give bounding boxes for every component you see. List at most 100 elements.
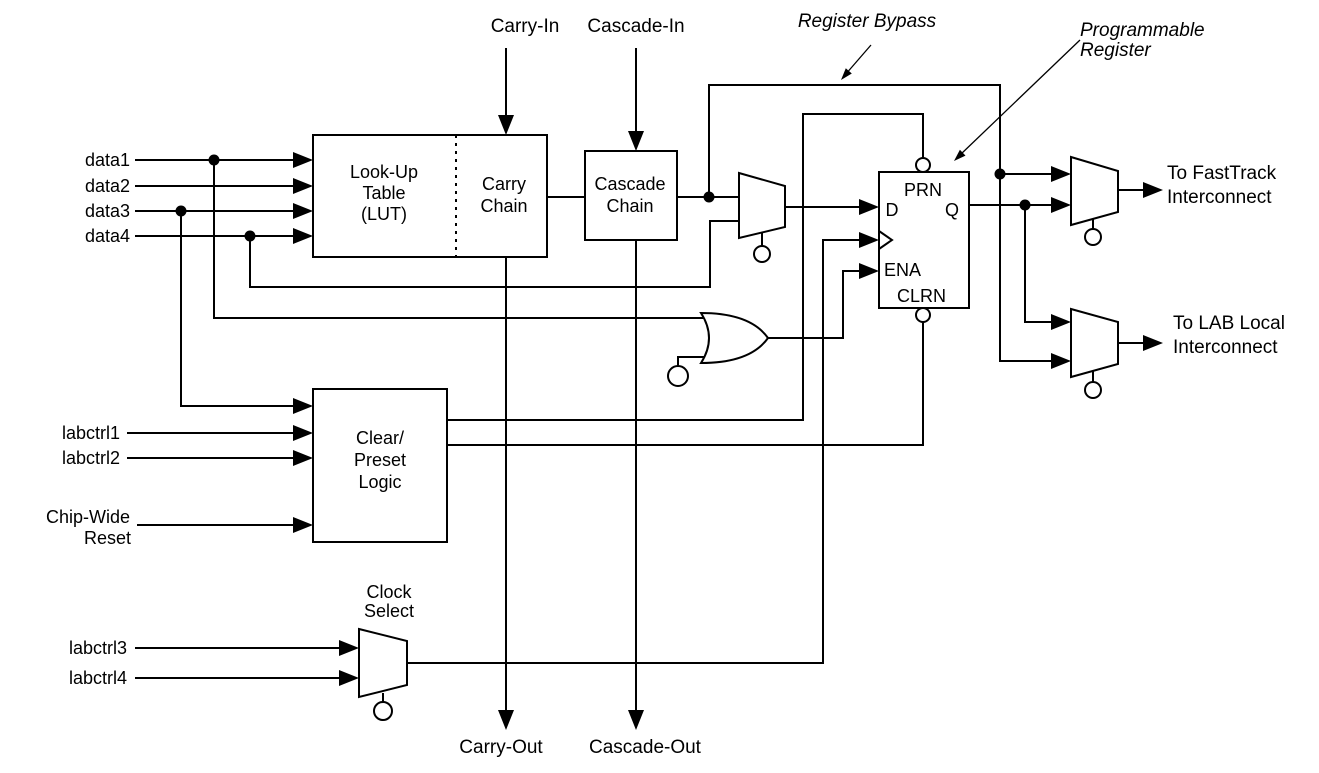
arrow-carry-out [498,710,514,730]
labctrl2-label: labctrl2 [61,448,120,468]
carry-out-label: Carry-Out [459,737,543,758]
arrow-fasttrack-out [1143,182,1163,198]
arrow-chip-wide [293,517,313,533]
wire-clear-to-clrn [447,322,924,446]
programmable-register-label-line2: Register [1080,40,1151,61]
blocks [312,134,970,543]
wire-data1-branch-to-or [213,160,706,319]
lab-local-label-line1: To LAB Local [1173,313,1285,334]
register-ena-label: ENA [884,260,922,280]
annotation-pointers [841,39,1081,161]
labctrl1-label: labctrl1 [61,423,120,443]
wire-or-inverted-input [677,356,706,366]
junction-data4 [244,230,256,242]
clear-preset-label-line2: Preset [353,450,407,470]
labctrl4-label: labctrl4 [68,668,127,688]
data1-label: data1 [84,150,130,170]
fasttrack-mux-bubble [1084,228,1102,246]
lab-local-mux-bubble [1084,381,1102,399]
fasttrack-label-line2: Interconnect [1167,187,1272,208]
clear-preset-label-line3: Logic [358,472,402,492]
data4-label: data4 [84,226,130,246]
arrow-lab-bottom [1051,353,1071,369]
arrowheads [293,115,1163,730]
programmable-register-pointer [959,39,1081,156]
carry-chain-label-line2: Chain [480,196,528,216]
wire-or-to-ena [768,270,861,339]
carry-chain-label-line1: Carry [482,174,526,194]
clrn-bubble [915,307,931,323]
cascade-out-label: Cascade-Out [589,737,701,758]
data2-label: data2 [84,176,130,196]
wire-preset-to-prn [447,113,924,421]
data3-label: data3 [84,201,130,221]
arrow-data3 [293,203,313,219]
clock-select-mux [358,627,408,699]
arrow-lab-local-out [1143,335,1163,351]
or-input-bubble [667,365,689,387]
wire-clock [407,239,861,664]
or-gate-shape [699,311,770,365]
wire-data3-branch-to-clearpreset [180,211,299,407]
arrow-data4 [293,228,313,244]
wire-register-bypass [708,84,1053,362]
clear-preset-box [312,388,448,543]
muxes [358,155,1119,721]
lut-box [312,134,548,258]
arrow-labctrl1 [293,425,313,441]
lab-local-label-line2: Interconnect [1173,337,1278,358]
clock-select-mux-bubble [373,701,393,721]
arrow-ft-top [1051,166,1071,182]
arrow-labctrl3 [339,640,359,656]
fasttrack-mux [1070,155,1119,227]
register-details [878,157,931,323]
chip-wide-reset-label-line2: Reset [83,528,131,548]
wire-q-branch-to-lab [1024,205,1053,323]
cascade-chain-box [584,150,678,241]
lut-label-line3: (LUT) [361,204,407,224]
arrow-d-input [859,199,879,215]
cascade-in-label: Cascade-In [587,16,685,37]
wire-data4-branch-to-mux [249,220,739,288]
register-bypass-pointer [844,44,872,76]
register-bypass-label: Register Bypass [797,11,937,32]
junction-cascade-out [703,191,715,203]
cascade-chain-label-line1: Cascade [594,174,666,194]
arrow-cascade-out [628,710,644,730]
register-d-label: D [885,200,899,220]
input-select-mux-bubble [753,245,771,263]
carry-in-label: Carry-In [490,16,560,37]
programmable-register-pointer-head [954,149,966,161]
wires [127,48,1145,712]
cascade-chain-label-line2: Chain [606,196,654,216]
clear-preset-label-line1: Clear/ [355,428,405,448]
arrow-lab-top [1051,314,1071,330]
junction-data3 [175,205,187,217]
chip-wide-reset-label-line1: Chip-Wide [45,507,130,527]
arrow-clock-input [859,232,879,248]
arrow-carry-in [498,115,514,135]
clock-select-label-line2: Select [363,601,415,621]
register-clrn-label: CLRN [897,286,947,306]
clock-wedge-icon [878,230,894,250]
clock-select-label-line1: Clock [366,582,412,602]
lut-label-line1: Look-Up [349,162,419,182]
arrow-labctrl2 [293,450,313,466]
arrow-ft-bottom [1051,197,1071,213]
register-bypass-pointer-head [841,68,852,80]
junction-data1 [208,154,220,166]
lab-local-mux [1070,307,1119,379]
input-select-mux [738,171,786,240]
lut-label-line2: Table [362,183,406,203]
register-box [878,171,970,309]
arrow-labctrl4 [339,670,359,686]
register-q-label: Q [944,200,960,220]
prn-bubble [915,157,931,173]
arrow-cascade-in [628,131,644,151]
programmable-register-label-line1: Programmable [1080,20,1205,41]
arrow-data1 [293,152,313,168]
junction-bypass [994,168,1006,180]
fasttrack-label-line1: To FastTrack [1167,163,1277,184]
